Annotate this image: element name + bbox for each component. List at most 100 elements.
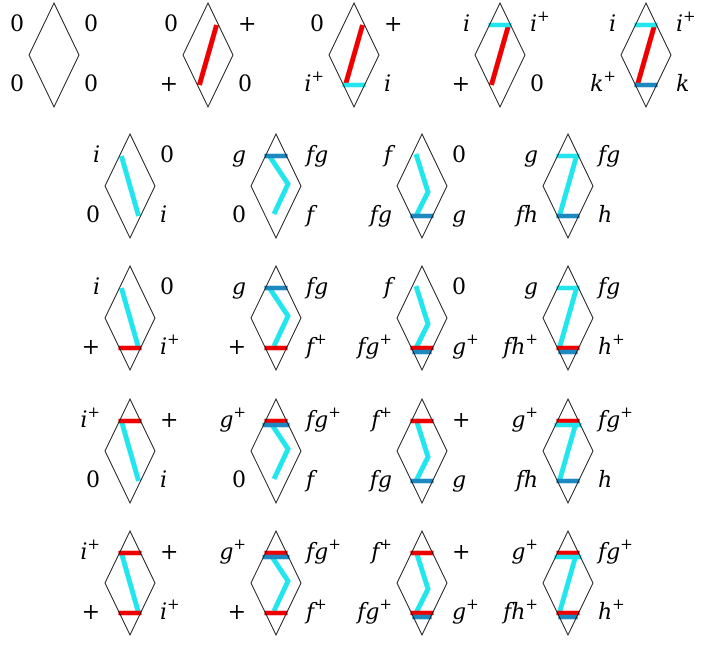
label-top-right: +	[452, 408, 470, 433]
label-top-left: i+	[80, 403, 100, 433]
label-top-right: +	[452, 540, 470, 565]
label-top-left: i	[609, 12, 616, 37]
rhombus-outline	[396, 529, 448, 637]
label-bottom-right: 0	[530, 72, 544, 97]
label-top-right: 0	[84, 12, 98, 37]
label-bottom-left: fg+	[355, 330, 392, 360]
path-vee-cyan	[267, 551, 291, 613]
label-top-left: f+	[369, 403, 392, 433]
label-top-left: 0	[164, 12, 178, 37]
label-bottom-left: k+	[590, 67, 616, 97]
label-bottom-right: g+	[452, 330, 479, 360]
path-vee-cyan	[267, 154, 291, 216]
label-top-right: +	[160, 408, 178, 433]
path-diag-cyan	[557, 287, 579, 349]
rhombus-outline	[542, 529, 594, 637]
label-bottom-left: +	[228, 335, 246, 360]
label-top-left: i+	[80, 535, 100, 565]
path-bend-cyan	[413, 418, 431, 483]
tile-r3c2: g fg + f+	[228, 264, 328, 372]
label-top-left: 0	[10, 12, 24, 37]
path-bend-cyan	[413, 550, 431, 615]
rhombus-outline	[182, 1, 234, 109]
label-top-left: g+	[511, 535, 538, 565]
rhombus-outline	[542, 132, 594, 240]
label-top-right: +	[160, 540, 178, 565]
tile-r5c4: g+fg+fh+h+	[501, 529, 633, 637]
label-top-right: 0	[160, 275, 174, 300]
tile-r1c1: 0 0 0 0	[10, 1, 98, 109]
rhombus-outline	[474, 1, 526, 109]
label-bottom-left: fh	[514, 203, 538, 228]
label-bottom-left: +	[160, 72, 178, 97]
path-bend-cyan	[413, 153, 431, 218]
label-top-left: f+	[369, 535, 392, 565]
label-bottom-left: fg	[368, 203, 392, 228]
path-diag-red	[197, 24, 219, 86]
rhombus-outline	[250, 264, 302, 372]
label-bottom-right: i+	[160, 330, 180, 360]
label-bottom-right: f	[304, 203, 318, 228]
label-bottom-left: i+	[304, 67, 324, 97]
rhombus-outline	[104, 264, 156, 372]
label-top-right: 0	[452, 275, 466, 300]
label-bottom-left: 0	[232, 203, 246, 228]
tile-r5c1: i+ + + i+	[80, 529, 180, 637]
label-top-right: i+	[530, 7, 550, 37]
label-bottom-left: fg	[368, 468, 392, 493]
label-top-left: g	[232, 275, 246, 300]
label-bottom-left: 0	[232, 468, 246, 493]
label-top-right: fg	[304, 143, 328, 168]
label-bottom-right: 0	[84, 72, 98, 97]
tile-r1c3: 0+i+i	[304, 1, 402, 109]
label-bottom-left: +	[82, 600, 100, 625]
rhombus-outline	[250, 529, 302, 637]
label-bottom-right: f+	[304, 330, 327, 360]
label-top-left: f	[382, 275, 396, 300]
label-top-left: f	[382, 143, 396, 168]
rhombus-outline	[28, 1, 80, 109]
label-bottom-right: i	[160, 468, 167, 493]
label-top-right: i+	[676, 7, 696, 37]
tile-r3c3: f 0 fg+ g+	[355, 264, 479, 372]
label-bottom-right: i	[160, 203, 167, 228]
label-top-right: +	[384, 12, 402, 37]
label-top-left: g	[524, 275, 538, 300]
label-top-right: fg+	[596, 403, 633, 433]
label-top-right: fg+	[304, 535, 341, 565]
label-bottom-left: 0	[10, 72, 24, 97]
label-top-right: fg+	[596, 535, 633, 565]
label-top-right: +	[238, 12, 256, 37]
label-bottom-left: +	[452, 72, 470, 97]
path-vee-cyan	[267, 286, 291, 348]
label-bottom-left: fh+	[501, 330, 538, 360]
label-top-right: fg	[304, 275, 328, 300]
tile-r5c3: f++fg+g+	[355, 529, 479, 637]
label-top-right: 0	[452, 143, 466, 168]
label-bottom-left: fh+	[501, 595, 538, 625]
rhombus-outline	[396, 132, 448, 240]
label-top-left: g+	[219, 535, 246, 565]
label-bottom-right: g+	[452, 595, 479, 625]
path-diag-cyan	[557, 420, 579, 482]
label-top-left: 0	[310, 12, 324, 37]
label-bottom-right: 0	[238, 72, 252, 97]
label-bottom-left: 0	[86, 203, 100, 228]
rhombus-outline	[396, 264, 448, 372]
label-bottom-right: i+	[160, 595, 180, 625]
path-anti-cyan	[119, 155, 141, 217]
path-anti-cyan	[119, 287, 141, 349]
path-anti-cyan	[119, 552, 141, 614]
path-diag-cyan	[557, 552, 579, 614]
path-vee-cyan	[267, 419, 291, 481]
label-bottom-right: f	[304, 468, 318, 493]
label-top-right: fg+	[304, 403, 341, 433]
label-top-left: i	[93, 143, 100, 168]
